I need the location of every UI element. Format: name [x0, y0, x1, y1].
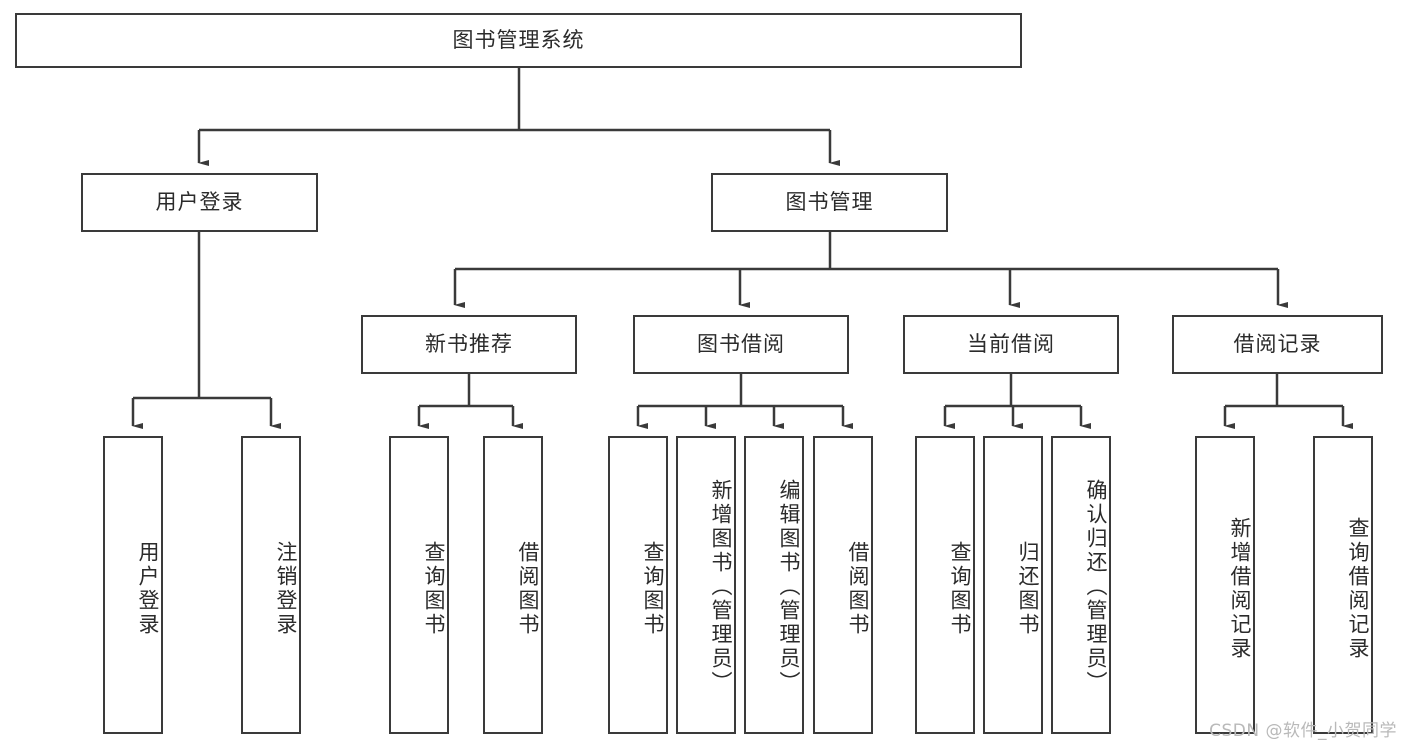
leaf-user-login[interactable]: 用户登录: [103, 436, 163, 734]
node-borrow-record[interactable]: 借阅记录: [1172, 315, 1383, 374]
node-book-manage[interactable]: 图书管理: [711, 173, 948, 232]
leaf-logout-login[interactable]: 注销登录: [241, 436, 301, 734]
leaf-confirm-return-admin[interactable]: 确认归还（管理员）: [1051, 436, 1111, 734]
node-root-system[interactable]: 图书管理系统: [15, 13, 1022, 68]
leaf-borrow-book-recommend[interactable]: 借阅图书: [483, 436, 543, 734]
csdn-watermark: CSDN @软件_小贺同学: [1209, 721, 1397, 741]
node-user-login[interactable]: 用户登录: [81, 173, 318, 232]
leaf-query-book-current[interactable]: 查询图书: [915, 436, 975, 734]
node-book-borrow[interactable]: 图书借阅: [633, 315, 849, 374]
node-current-borrow[interactable]: 当前借阅: [903, 315, 1119, 374]
leaf-return-book[interactable]: 归还图书: [983, 436, 1043, 734]
leaf-query-borrow-record[interactable]: 查询借阅记录: [1313, 436, 1373, 734]
leaf-query-book-borrow[interactable]: 查询图书: [608, 436, 668, 734]
leaf-borrow-book[interactable]: 借阅图书: [813, 436, 873, 734]
leaf-query-book-recommend[interactable]: 查询图书: [389, 436, 449, 734]
leaf-add-borrow-record[interactable]: 新增借阅记录: [1195, 436, 1255, 734]
leaf-edit-book-admin[interactable]: 编辑图书（管理员）: [744, 436, 804, 734]
leaf-add-book-admin[interactable]: 新增图书（管理员）: [676, 436, 736, 734]
node-new-book-recommend[interactable]: 新书推荐: [361, 315, 577, 374]
